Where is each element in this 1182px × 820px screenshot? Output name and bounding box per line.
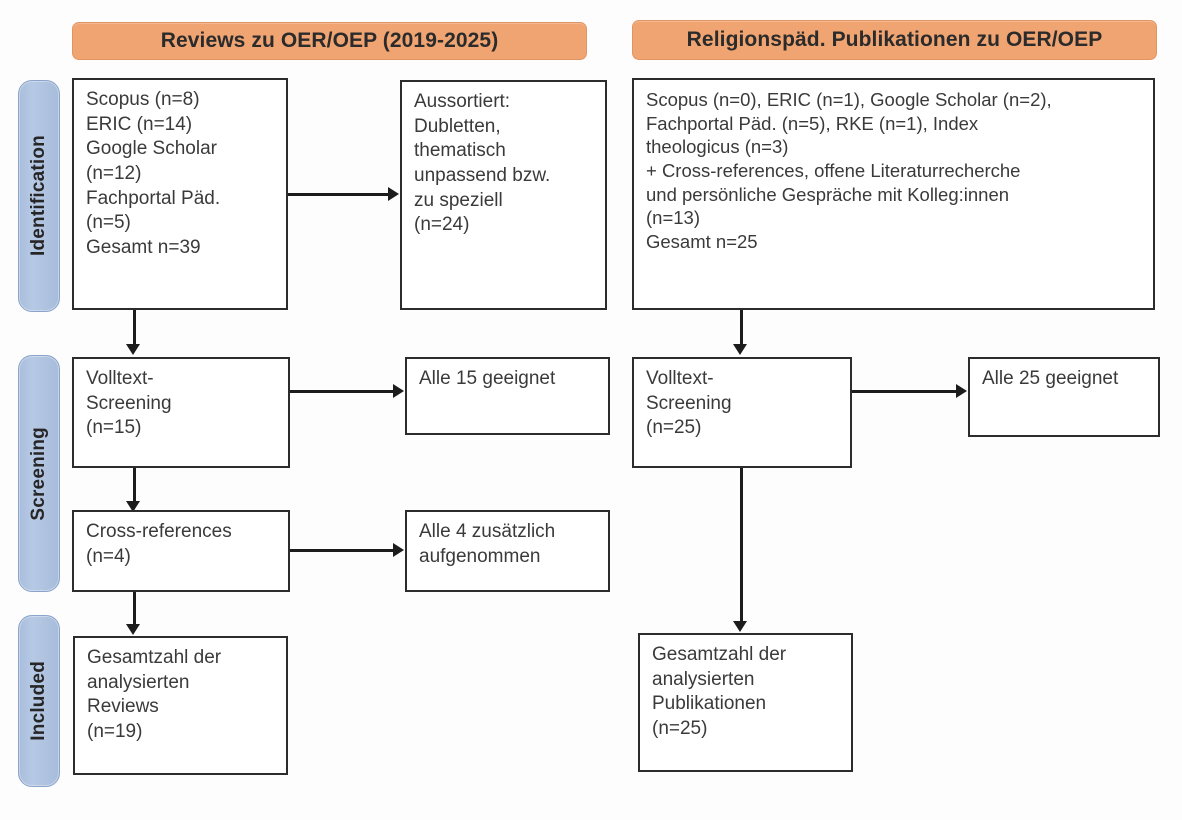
column-header-publications-text: Religionspäd. Publikationen zu OER/OEP: [686, 28, 1103, 51]
box-right-screening-result-text: Alle 25 geeignet: [982, 368, 1119, 389]
arrowhead-left-crossrefs-to-included: [126, 624, 140, 635]
box-right-identification-text: Scopus (n=0), ERIC (n=1), Google Scholar…: [646, 89, 1052, 253]
connector-right-screening-to-result: [852, 390, 956, 393]
connector-left-crossrefs-to-result: [290, 549, 393, 552]
box-left-crossrefs-text: Cross-references (n=4): [86, 521, 232, 567]
box-right-screening-text: Volltext- Screening (n=25): [646, 368, 732, 439]
box-left-screening: Volltext- Screening (n=15): [72, 357, 290, 468]
arrowhead-right-screening-to-included: [733, 621, 747, 632]
connector-left-identification-to-excluded: [288, 193, 388, 196]
connector-left-identification-to-screening: [133, 310, 136, 344]
phase-label-identification: Identification: [18, 80, 60, 312]
connector-right-identification-to-screening: [740, 310, 743, 344]
box-left-screening-result-text: Alle 15 geeignet: [419, 368, 556, 389]
box-left-screening-result: Alle 15 geeignet: [405, 357, 610, 435]
box-left-excluded: Aussortiert: Dubletten, thematisch unpas…: [400, 80, 607, 310]
phase-label-identification-text: Identification: [28, 135, 49, 257]
arrowhead-left-screening-to-result: [393, 384, 404, 398]
connector-right-screening-to-included: [740, 468, 743, 621]
box-left-screening-text: Volltext- Screening (n=15): [86, 368, 172, 439]
box-right-identification: Scopus (n=0), ERIC (n=1), Google Scholar…: [632, 78, 1155, 310]
column-header-reviews: Reviews zu OER/OEP (2019-2025): [72, 22, 587, 60]
arrowhead-left-identification-to-screening: [126, 344, 140, 355]
connector-left-crossrefs-to-included: [133, 592, 136, 624]
box-left-identification-text: Scopus (n=8) ERIC (n=14) Google Scholar …: [86, 89, 221, 259]
phase-label-included: Included: [18, 615, 60, 787]
arrowhead-left-screening-to-crossrefs: [126, 501, 140, 512]
column-header-publications: Religionspäd. Publikationen zu OER/OEP: [632, 20, 1157, 60]
phase-label-screening: Screening: [18, 355, 60, 592]
arrowhead-left-identification-to-excluded: [388, 187, 399, 201]
box-right-included: Gesamtzahl der analysierten Publikatione…: [638, 633, 853, 772]
box-right-screening: Volltext- Screening (n=25): [632, 357, 852, 468]
box-right-included-text: Gesamtzahl der analysierten Publikatione…: [652, 644, 787, 740]
column-header-reviews-text: Reviews zu OER/OEP (2019-2025): [160, 29, 499, 52]
phase-label-screening-text: Screening: [28, 426, 49, 521]
box-left-crossrefs: Cross-references (n=4): [72, 510, 290, 592]
box-left-included-text: Gesamtzahl der analysierten Reviews (n=1…: [87, 647, 222, 743]
arrowhead-right-screening-to-result: [956, 384, 967, 398]
phase-label-included-text: Included: [28, 661, 49, 741]
box-left-excluded-text: Aussortiert: Dubletten, thematisch unpas…: [414, 91, 551, 236]
box-left-identification: Scopus (n=8) ERIC (n=14) Google Scholar …: [72, 78, 288, 310]
connector-left-screening-to-result: [290, 390, 393, 393]
box-right-screening-result: Alle 25 geeignet: [968, 357, 1160, 437]
box-left-included: Gesamtzahl der analysierten Reviews (n=1…: [73, 636, 288, 775]
arrowhead-right-identification-to-screening: [733, 344, 747, 355]
arrowhead-left-crossrefs-to-result: [393, 543, 404, 557]
connector-left-screening-to-crossrefs: [133, 468, 136, 501]
box-left-crossrefs-result-text: Alle 4 zusätzlich aufgenommen: [419, 521, 556, 567]
box-left-crossrefs-result: Alle 4 zusätzlich aufgenommen: [405, 510, 610, 592]
